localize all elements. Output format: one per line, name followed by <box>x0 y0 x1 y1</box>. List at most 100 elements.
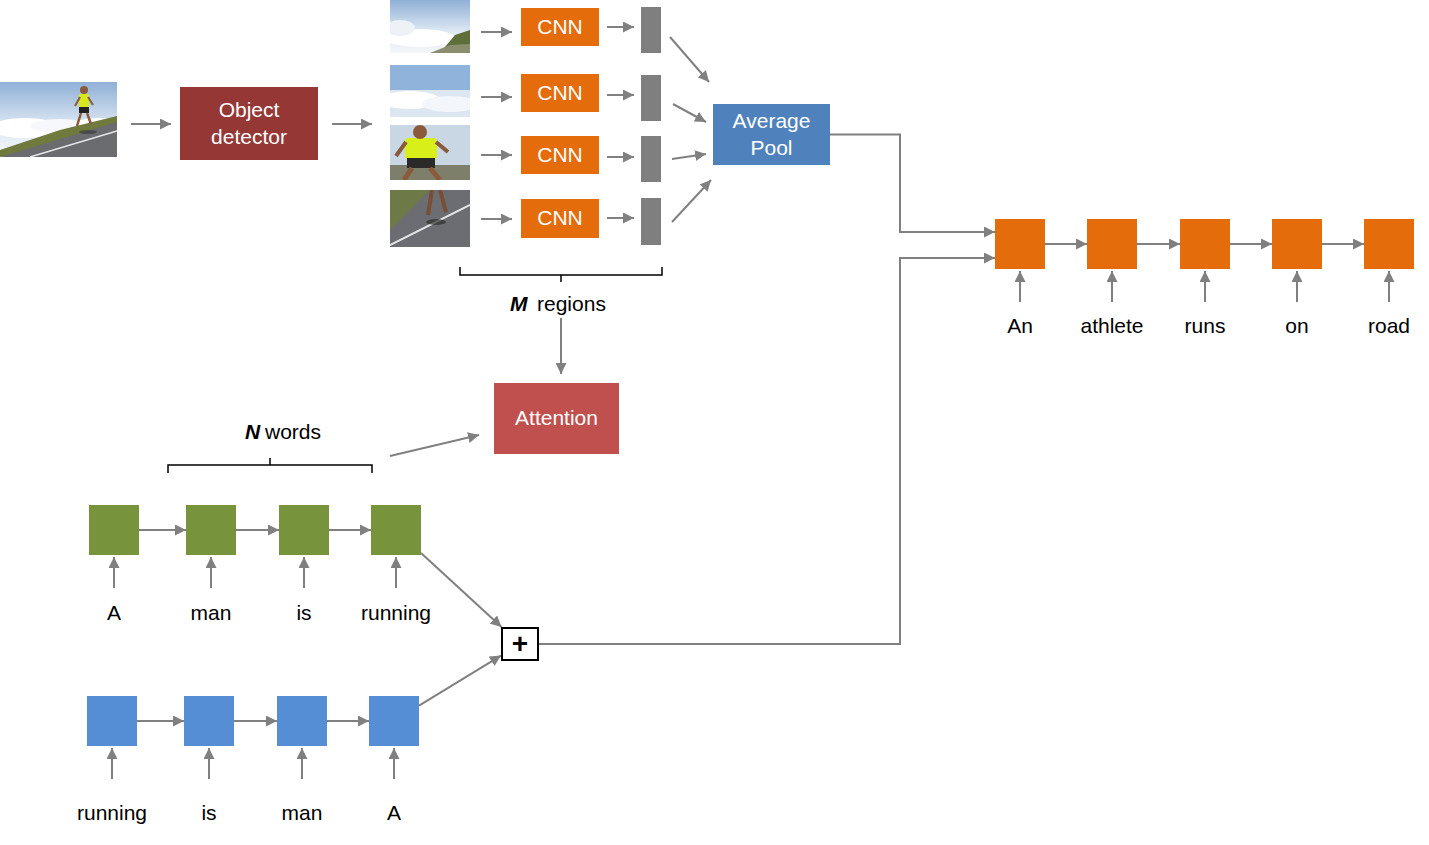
decoder-cell: road <box>1364 219 1414 269</box>
region-crop <box>422 96 470 112</box>
word-token: on <box>1232 313 1362 338</box>
flow-arrow <box>607 217 634 219</box>
region-crop <box>430 168 440 180</box>
region-crop <box>390 190 470 247</box>
decoder-cell: athlete <box>1087 219 1137 269</box>
attention-box: Attention <box>494 383 619 454</box>
word-token: running <box>47 800 177 825</box>
word-token: A <box>329 800 459 825</box>
flow-arrow <box>113 557 115 588</box>
input-photo <box>30 131 117 157</box>
flow-connector <box>419 656 501 706</box>
input-photo <box>79 130 97 134</box>
region-crop <box>390 65 470 117</box>
flow-arrow <box>131 123 171 125</box>
pool-box: Average Pool <box>713 104 830 165</box>
word-token: athlete <box>1047 313 1177 338</box>
flow-arrow <box>395 557 397 588</box>
input-photo <box>0 82 117 157</box>
word-token: A <box>49 600 179 625</box>
feature-vector <box>641 7 661 245</box>
input-photo <box>87 113 91 124</box>
flow-arrow <box>1388 271 1390 302</box>
input-photo <box>75 97 80 106</box>
feature-vector <box>641 198 661 245</box>
flow-arrow <box>301 748 303 779</box>
cnn-box: CNN <box>521 136 599 174</box>
flow-connector <box>421 553 502 627</box>
word-token: is <box>144 800 274 825</box>
box-label: + <box>512 630 528 658</box>
flow-connector <box>1137 243 1180 245</box>
region-crop <box>426 219 446 225</box>
flow-connector <box>234 720 277 722</box>
flow-arrow <box>607 94 634 96</box>
flow-connector <box>1322 243 1364 245</box>
annotation-label: words <box>265 419 321 444</box>
region-crop <box>390 0 470 53</box>
flow-connector <box>139 529 186 531</box>
feature-vector <box>641 136 661 182</box>
region-crop <box>413 125 427 139</box>
cnn-box: CNN <box>521 74 599 112</box>
flow-arrow <box>672 180 711 222</box>
group-brace <box>460 267 662 282</box>
group-brace <box>168 458 372 473</box>
flow-arrow <box>208 748 210 779</box>
input-photo <box>79 107 89 113</box>
region-crop <box>390 190 430 230</box>
word-token: running <box>331 600 461 625</box>
group-brace <box>168 267 662 473</box>
region-crop <box>390 125 470 180</box>
region-crop <box>436 142 448 152</box>
decoder-cell: runs <box>1180 219 1230 269</box>
flow-arrow <box>481 154 512 156</box>
flow-arrow <box>607 26 634 28</box>
sum-box: + <box>501 627 539 661</box>
word-token: man <box>237 800 367 825</box>
flow-arrow <box>481 96 512 98</box>
encoder-cell: man <box>277 696 327 746</box>
encoder-cell: man <box>186 505 236 555</box>
flow-arrow <box>673 104 706 122</box>
region-crop <box>390 125 470 180</box>
flow-arrow <box>672 154 706 159</box>
region-crop <box>390 190 470 247</box>
word-token: road <box>1324 313 1429 338</box>
flow-connector <box>236 529 279 531</box>
detector-box: Object detector <box>180 87 318 160</box>
word-token: is <box>239 600 369 625</box>
input-photo <box>0 122 117 157</box>
flow-arrow <box>112 27 1389 779</box>
box-label: CNN <box>537 205 583 231</box>
flow-arrow <box>1111 271 1113 302</box>
box-label: Average Pool <box>723 108 820 161</box>
region-crop <box>404 168 412 180</box>
flow-arrow <box>560 318 562 374</box>
region-crop <box>430 44 470 53</box>
flow-arrow <box>1019 271 1021 302</box>
word-token: man <box>146 600 276 625</box>
flow-connector <box>1230 243 1272 245</box>
input-photo <box>0 116 117 157</box>
flow-arrow <box>303 557 305 588</box>
encoder-cell: A <box>369 696 419 746</box>
box-label: Object detector <box>190 97 308 150</box>
box-label: CNN <box>537 142 583 168</box>
flow-connector <box>830 135 995 233</box>
input-photo <box>88 97 93 105</box>
flow-arrow <box>481 218 512 220</box>
annotation-label: regions <box>537 291 606 316</box>
region-crop <box>396 142 406 156</box>
flow-connector <box>137 720 184 722</box>
flow-connector <box>327 720 369 722</box>
flow-arrow <box>481 31 512 33</box>
decoder-cell: An <box>995 219 1045 269</box>
encoder-cell: running <box>371 505 421 555</box>
box-label: CNN <box>537 80 583 106</box>
flow-arrow <box>607 156 634 158</box>
region-crop <box>390 20 415 36</box>
region-crop <box>407 158 435 168</box>
input-photo <box>77 113 81 126</box>
